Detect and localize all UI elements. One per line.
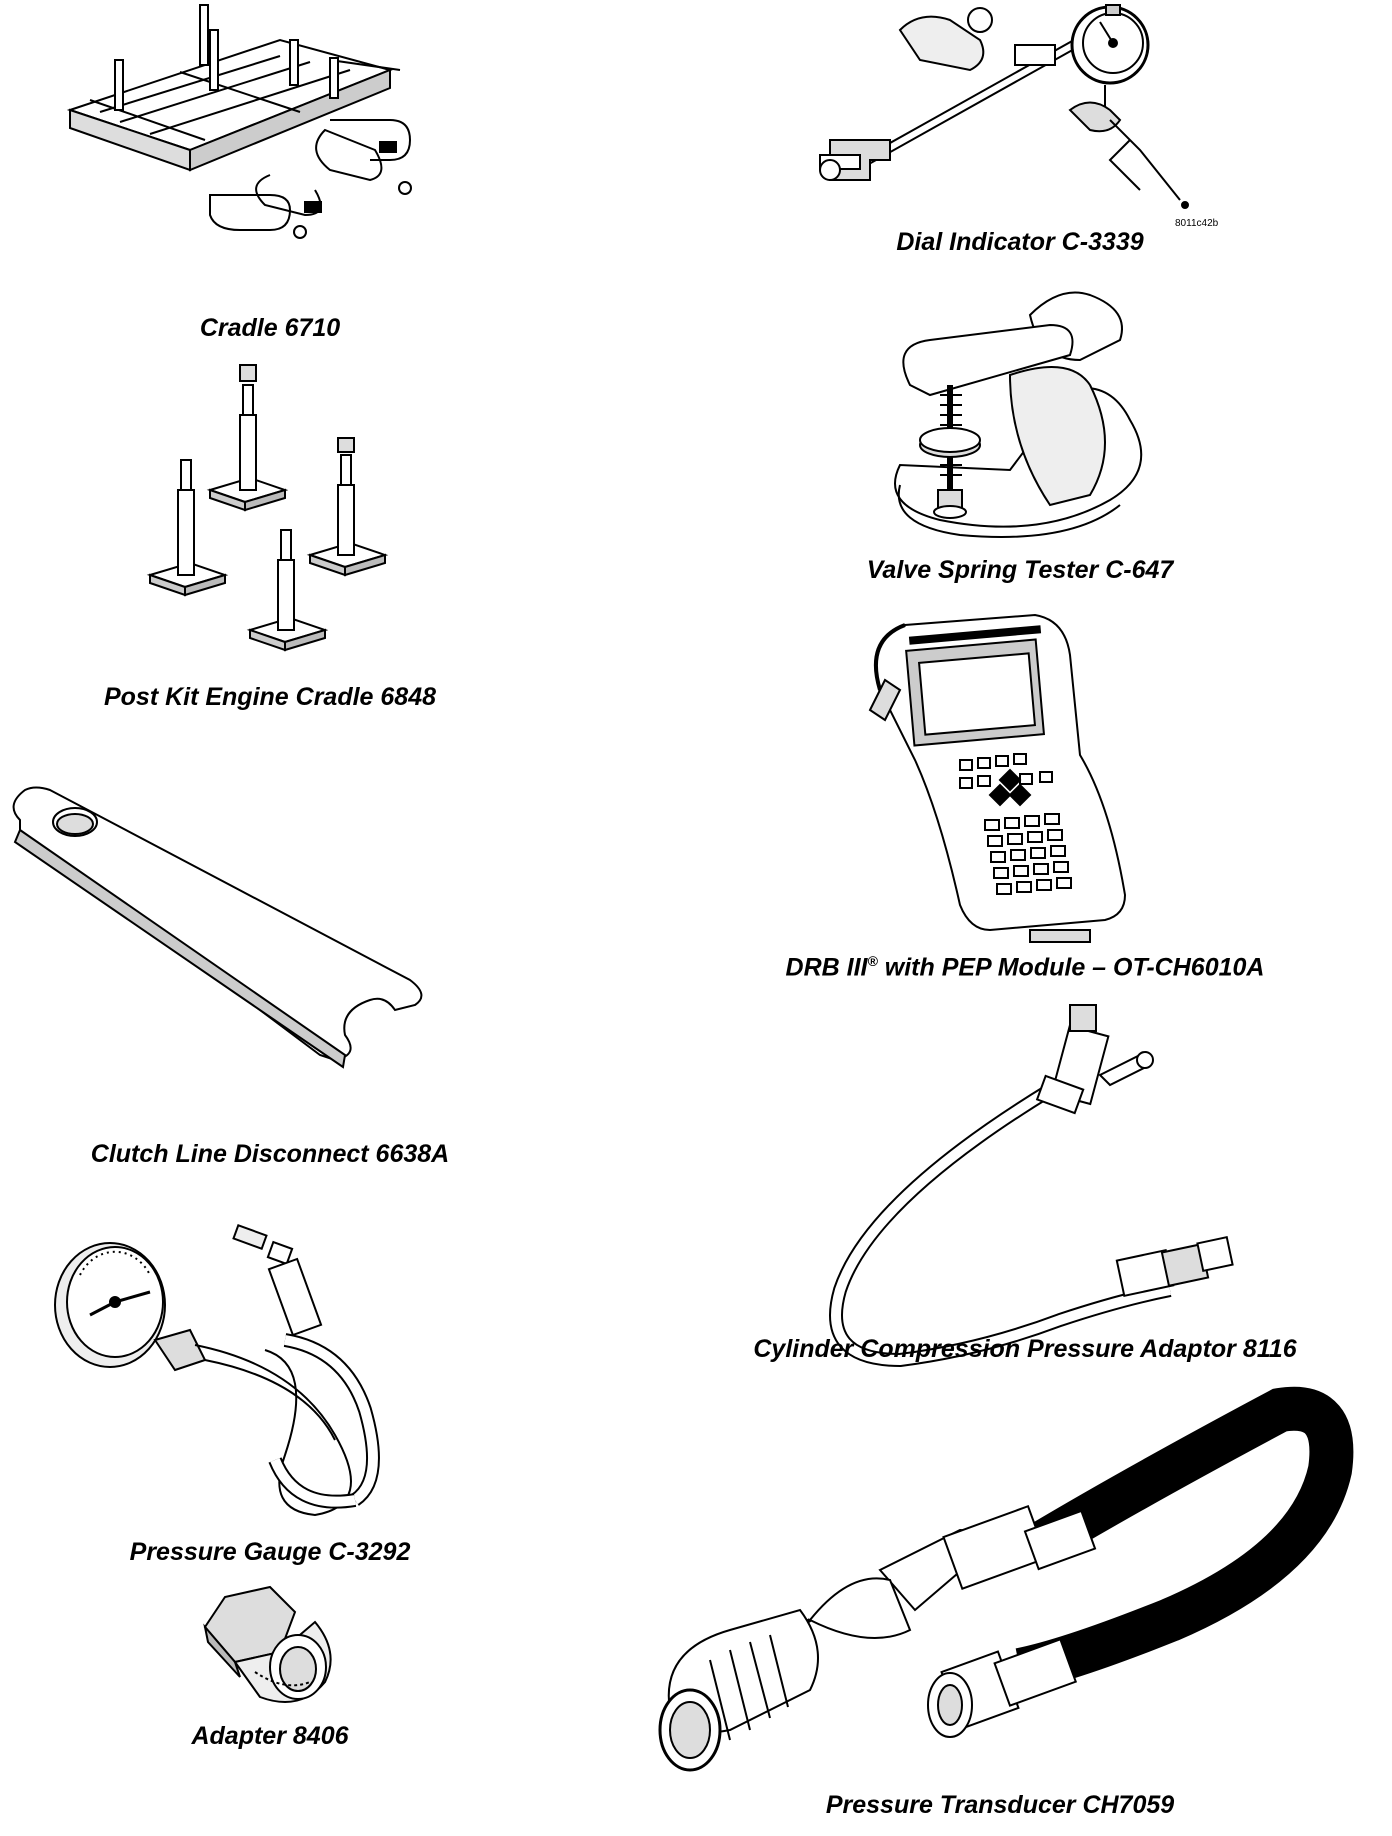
dial-indicator-illustration (810, 0, 1210, 220)
cradle-caption: Cradle 6710 (199, 314, 341, 342)
adapter-illustration (200, 1577, 340, 1717)
clutch-disconnect-illustration (0, 780, 440, 1070)
pressure-transducer-illustration (650, 1380, 1370, 1780)
drb-iii-illustration (860, 610, 1160, 950)
valve-caption: Valve Spring Tester C-647 (866, 556, 1174, 584)
cradle-illustration (60, 0, 480, 280)
image-code: 8011c42b (1175, 218, 1219, 229)
clutch-caption: Clutch Line Disconnect 6638A (90, 1140, 450, 1168)
post-kit-caption: Post Kit Engine Cradle 6848 (103, 683, 437, 711)
valve-spring-tester-illustration (880, 275, 1160, 545)
pressure-gauge-illustration (55, 1220, 475, 1520)
registered-mark: ® (867, 953, 878, 969)
dial-caption: Dial Indicator C-3339 (896, 228, 1144, 256)
adapter-caption: Adapter 8406 (191, 1722, 349, 1750)
drb-caption: DRB III® with PEP Module – OT-CH6010A (755, 953, 1295, 982)
transducer-caption: Pressure Transducer CH7059 (825, 1791, 1175, 1819)
cylinder-adaptor-illustration (800, 1000, 1260, 1360)
drb-name: DRB III (785, 953, 868, 982)
post-kit-illustration (140, 360, 400, 660)
cylinder-caption: Cylinder Compression Pressure Adaptor 81… (753, 1335, 1297, 1363)
gauge-caption: Pressure Gauge C-3292 (129, 1538, 411, 1566)
drb-rest: with PEP Module – OT-CH6010A (877, 953, 1265, 982)
